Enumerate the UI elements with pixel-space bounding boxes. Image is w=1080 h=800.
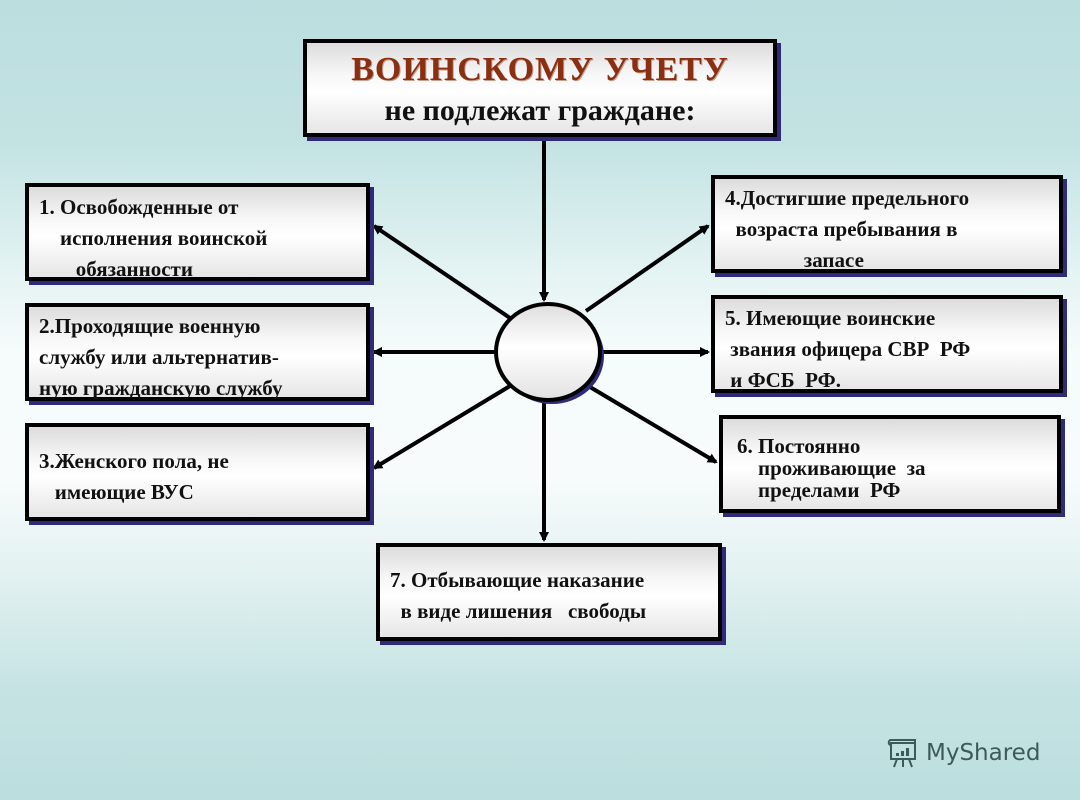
category-text: обязанности bbox=[39, 257, 193, 281]
hub-circle bbox=[494, 302, 602, 402]
category-text: 6. Постоянно bbox=[737, 434, 861, 458]
category-text: ную гражданскую службу bbox=[39, 376, 283, 400]
category-text: 5. Имеющие воинские bbox=[725, 306, 936, 330]
category-box-4: 4.Достигшие предельного возраста пребыва… bbox=[711, 175, 1063, 273]
category-text: 2.Проходящие военную bbox=[39, 314, 261, 338]
category-text: звания офицера СВР РФ bbox=[725, 337, 971, 361]
arrow-to-category-3 bbox=[372, 384, 512, 470]
category-text: исполнения воинской bbox=[39, 226, 268, 250]
category-text: и ФСБ РФ. bbox=[725, 368, 841, 392]
category-text: запасе bbox=[725, 248, 864, 272]
arrow-to-category-4 bbox=[584, 224, 710, 313]
category-box-3: 3.Женского пола, не имеющие ВУС bbox=[25, 423, 370, 521]
title-heading: ВОИНСКОМУ УЧЕТУ bbox=[351, 51, 729, 88]
category-text: 4.Достигшие предельного bbox=[725, 186, 970, 210]
presentation-board-icon bbox=[887, 739, 916, 768]
category-text: службу или альтернатив- bbox=[39, 345, 279, 369]
category-box-7: 7. Отбывающие наказание в виде лишения с… bbox=[376, 543, 722, 641]
category-box-6: 6. Постоянно проживающие за пределами РФ bbox=[719, 415, 1061, 513]
title-subheading: не подлежат граждане: bbox=[384, 94, 696, 127]
category-text: 7. Отбывающие наказание bbox=[390, 568, 645, 592]
category-text: возраста пребывания в bbox=[725, 217, 958, 241]
category-text: 3.Женского пола, не bbox=[39, 449, 229, 473]
category-text: 1. Освобожденные от bbox=[39, 195, 239, 219]
category-text: в виде лишения свободы bbox=[390, 599, 647, 623]
category-box-2: 2.Проходящие военную службу или альтерна… bbox=[25, 303, 370, 401]
category-box-1: 1. Освобожденные от исполнения воинской … bbox=[25, 183, 370, 281]
category-box-5: 5. Имеющие воинские звания офицера СВР Р… bbox=[711, 295, 1063, 393]
category-text: проживающие за bbox=[737, 456, 926, 480]
arrow-to-category-1 bbox=[372, 224, 512, 320]
watermark-text: MyShared bbox=[926, 740, 1041, 766]
category-text: имеющие ВУС bbox=[39, 480, 194, 504]
category-text: пределами РФ bbox=[737, 478, 901, 502]
watermark-logo: MyShared bbox=[886, 737, 1040, 769]
arrow-to-category-6 bbox=[588, 385, 718, 464]
title-box: ВОИНСКОМУ УЧЕТУ не подлежат граждане: bbox=[303, 39, 777, 137]
